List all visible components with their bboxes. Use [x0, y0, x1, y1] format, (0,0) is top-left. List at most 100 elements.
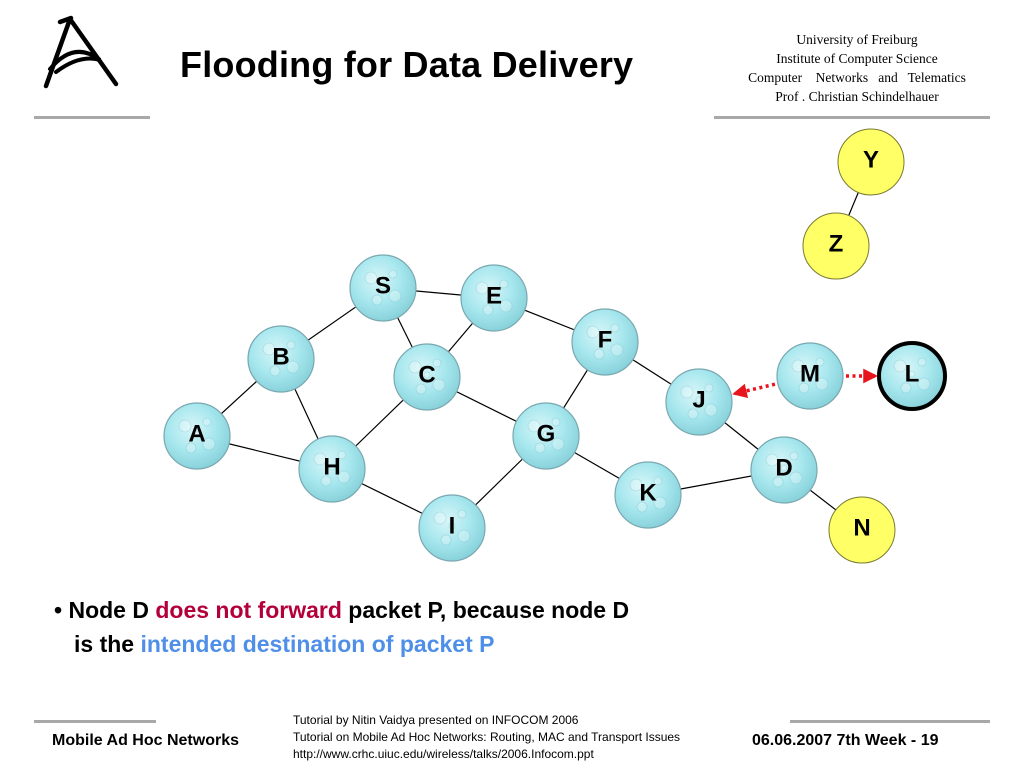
footer-source-link[interactable]: http://www.crhc.uiuc.edu/wireless/talks/… [293, 747, 594, 761]
node-texture [277, 353, 285, 361]
bullet-text-part: Node D [62, 597, 156, 623]
node-texture [551, 437, 565, 451]
node-texture [534, 442, 546, 454]
node-texture [908, 370, 916, 378]
node-texture [593, 348, 605, 360]
node-j: J [665, 368, 733, 436]
bullet-line-2: is the intended destination of packet P [54, 627, 629, 661]
node-label: S [375, 272, 391, 299]
node-texture [202, 437, 216, 451]
node-circle [460, 264, 528, 332]
node-texture [789, 471, 803, 485]
node-texture [457, 509, 467, 519]
node-label: E [486, 282, 502, 309]
header-rule-right [714, 116, 990, 119]
footer-source: Tutorial by Nitin Vaidya presented on IN… [293, 712, 680, 763]
node-label: F [598, 326, 613, 353]
node-circle [512, 402, 580, 470]
node-s: S [349, 254, 417, 322]
node-texture [286, 360, 300, 374]
node-texture [806, 370, 814, 378]
bullet-highlight-intended-destination: intended destination of packet P [140, 631, 495, 657]
node-i: I [418, 494, 486, 562]
node-texture [789, 451, 799, 461]
node-texture [379, 282, 387, 290]
node-circle [349, 254, 417, 322]
footer-course-title: Mobile Ad Hoc Networks [52, 732, 239, 749]
node-circle [614, 461, 682, 529]
node-circle [802, 212, 870, 280]
node-texture [423, 371, 431, 379]
node-texture [629, 478, 643, 492]
node-texture [601, 336, 609, 344]
node-texture [388, 269, 398, 279]
node-texture [900, 382, 912, 394]
page-title: Flooding for Data Delivery [180, 44, 634, 85]
node-label: B [272, 343, 289, 370]
node-label: N [853, 514, 870, 541]
node-texture [499, 299, 513, 313]
node-texture [780, 464, 788, 472]
footer-source-line: Tutorial by Nitin Vaidya presented on IN… [293, 713, 579, 727]
node-texture [791, 359, 805, 373]
node-circle [163, 402, 231, 470]
node-texture [433, 511, 447, 525]
node-texture [704, 403, 718, 417]
node-circle [571, 308, 639, 376]
node-f: F [571, 308, 639, 376]
institution-line: University of Freiburg [796, 32, 918, 47]
node-texture [704, 383, 714, 393]
node-m: M [776, 342, 844, 410]
institution-line: Prof . Christian Schindelhauer [775, 89, 939, 104]
institution-line: Computer Networks and Telematics [748, 70, 966, 85]
node-texture [337, 470, 351, 484]
node-k: K [614, 461, 682, 529]
node-label: A [188, 420, 205, 447]
node-texture [610, 323, 620, 333]
node-texture [313, 452, 327, 466]
node-b: B [247, 325, 315, 393]
node-texture [893, 359, 907, 373]
node-texture [644, 489, 652, 497]
node-h: H [298, 435, 366, 503]
node-a: A [163, 402, 231, 470]
footer-source-line: Tutorial on Mobile Ad Hoc Networks: Rout… [293, 730, 681, 744]
node-d: D [750, 436, 818, 504]
footer-rule-left [34, 720, 156, 723]
node-circle [776, 342, 844, 410]
node-texture [364, 271, 378, 285]
node-texture [490, 292, 498, 300]
node-label: Y [863, 146, 879, 173]
bullet-text: • Node D does not forward packet P, beca… [54, 593, 629, 661]
node-label: L [905, 360, 920, 387]
node-texture [388, 289, 402, 303]
bullet-line-1: • Node D does not forward packet P, beca… [54, 593, 629, 627]
node-texture [798, 382, 810, 394]
node-texture [286, 340, 296, 350]
node-g: G [512, 402, 580, 470]
arrow-m-to-j [732, 382, 776, 399]
node-circle [247, 325, 315, 393]
node-texture [432, 358, 442, 368]
node-circle [665, 368, 733, 436]
node-circle [298, 435, 366, 503]
node-e: E [460, 264, 528, 332]
node-texture [178, 419, 192, 433]
node-texture [448, 522, 456, 530]
node-texture [527, 419, 541, 433]
bullet-highlight-does-not-forward: does not forward [155, 597, 342, 623]
node-texture [193, 430, 201, 438]
node-texture [586, 325, 600, 339]
institution-line: Institute of Computer Science [776, 51, 938, 66]
node-circle [393, 343, 461, 411]
node-texture [772, 476, 784, 488]
node-texture [328, 463, 336, 471]
node-texture [765, 453, 779, 467]
node-texture [482, 304, 494, 316]
node-label: K [639, 479, 657, 506]
node-texture [542, 430, 550, 438]
node-c: C [393, 343, 461, 411]
node-texture [917, 377, 931, 391]
node-texture [475, 281, 489, 295]
